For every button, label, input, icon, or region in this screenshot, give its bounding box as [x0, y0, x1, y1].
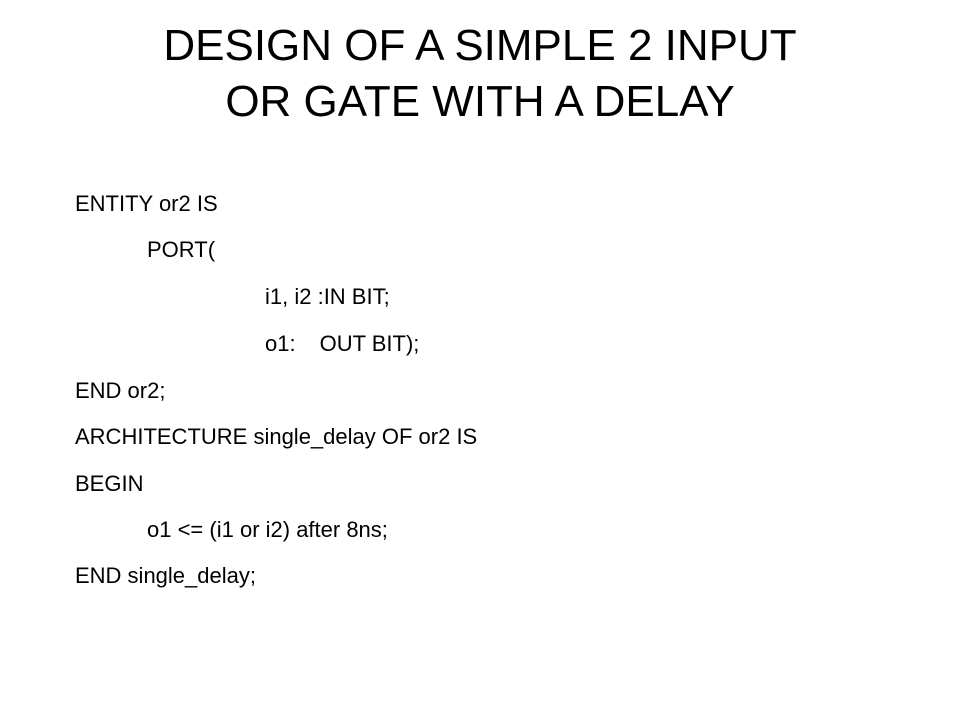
code-line-entity-decl: ENTITY or2 IS	[75, 191, 218, 216]
code-line-arch-end: END single_delay;	[75, 563, 256, 588]
code-line-output-decl: o1: OUT BIT);	[265, 331, 419, 357]
title-line-2: OR GATE WITH A DELAY	[225, 77, 735, 126]
code-line-port-open: PORT(	[147, 237, 216, 262]
output-port-type: OUT BIT);	[319, 331, 420, 356]
code-line-arch-decl: ARCHITECTURE single_delay OF or2 IS	[75, 424, 478, 449]
code-line-begin: BEGIN	[75, 471, 144, 496]
code-line-inputs-decl: i1, i2 :IN BIT;	[265, 284, 390, 309]
output-port-name: o1:	[265, 331, 296, 356]
code-line-assignment: o1 <= (i1 or i2) after 8ns;	[147, 517, 388, 542]
title-line-1: DESIGN OF A SIMPLE 2 INPUT	[163, 21, 797, 70]
code-line-entity-end: END or2;	[75, 378, 166, 403]
slide-title: DESIGN OF A SIMPLE 2 INPUT OR GATE WITH …	[0, 18, 960, 130]
